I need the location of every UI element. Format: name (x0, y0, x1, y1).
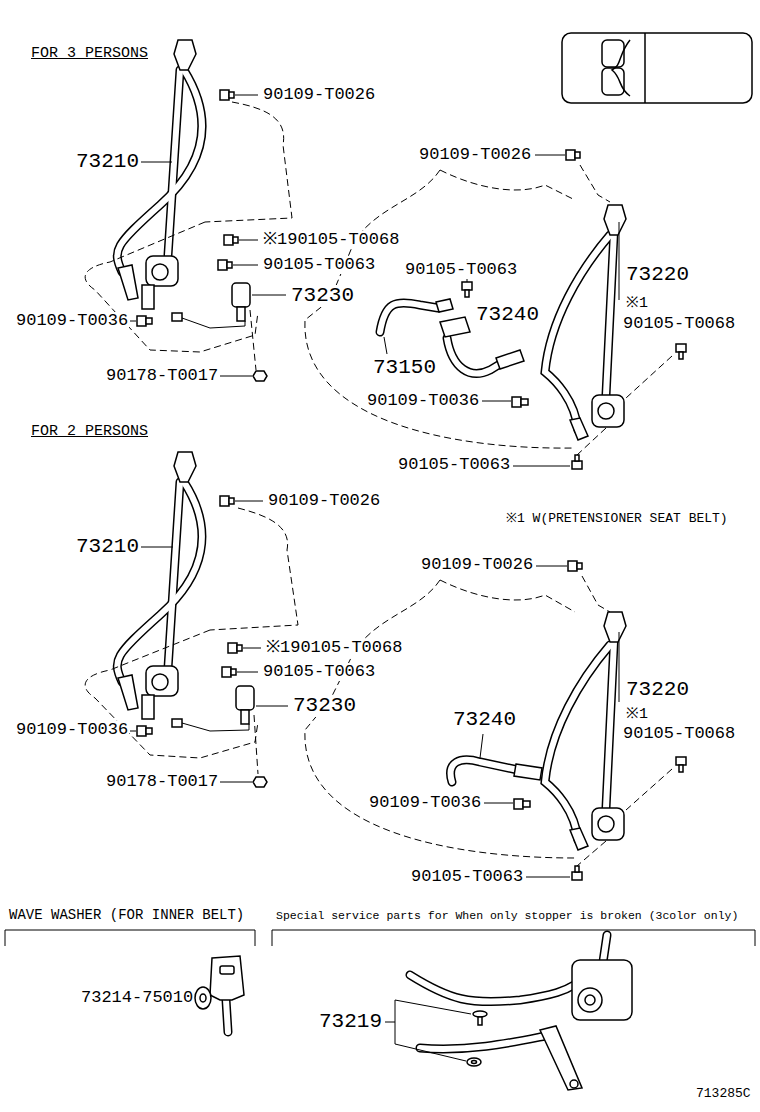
callout-label: 73240 (475, 304, 540, 326)
callout-label: 90105-T0063 (262, 256, 376, 274)
callout-label: 90109-T0026 (267, 492, 381, 510)
callout-label: 73214-75010 (80, 989, 194, 1007)
callout-label: 90178-T0017 (105, 773, 219, 791)
callout-label: 713285C (695, 1087, 752, 1101)
callout-label: 90178-T0017 (105, 367, 219, 385)
callout-label: 90105-T0063 (262, 663, 376, 681)
callout-label: ※190105-T0068 (265, 639, 403, 657)
callout-label: ※1 (625, 296, 649, 312)
callout-label: 73220 (625, 264, 690, 286)
callout-label: ※190105-T0068 (262, 231, 400, 249)
callout-label: 73220 (625, 679, 690, 701)
callout-label: 90109-T0036 (15, 312, 129, 330)
callout-label: 73219 (318, 1011, 383, 1033)
callout-label: 90105-T0063 (410, 868, 524, 886)
callout-label: 90109-T0036 (368, 794, 482, 812)
callout-label: 90109-T0026 (262, 86, 376, 104)
callout-label: ※1 (625, 707, 649, 723)
callout-label: 73150 (372, 357, 437, 379)
callout-label: 90109-T0036 (366, 392, 480, 410)
callout-label: 90105-T0068 (622, 315, 736, 333)
callout-label: Special service parts for When only stop… (275, 910, 739, 922)
callout-label: 90105-T0068 (622, 725, 736, 743)
callout-label: 90109-T0026 (418, 146, 532, 164)
callout-label: 90105-T0063 (397, 456, 511, 474)
callout-label: 90105-T0063 (404, 261, 518, 279)
callout-label: 73210 (75, 536, 140, 558)
callout-label: 90109-T0036 (15, 721, 129, 739)
callout-label: ※1 W(PRETENSIONER SEAT BELT) (505, 512, 729, 526)
callout-label: 73230 (292, 695, 357, 717)
callout-label: FOR 3 PERSONS (30, 46, 149, 62)
callout-label: 73210 (75, 151, 140, 173)
callout-label: 90109-T0026 (420, 556, 534, 574)
callout-label: 73230 (290, 285, 355, 307)
callout-label: FOR 2 PERSONS (30, 424, 149, 440)
callout-label: 73240 (452, 709, 517, 731)
callout-label: WAVE WASHER (FOR INNER BELT) (8, 908, 245, 923)
